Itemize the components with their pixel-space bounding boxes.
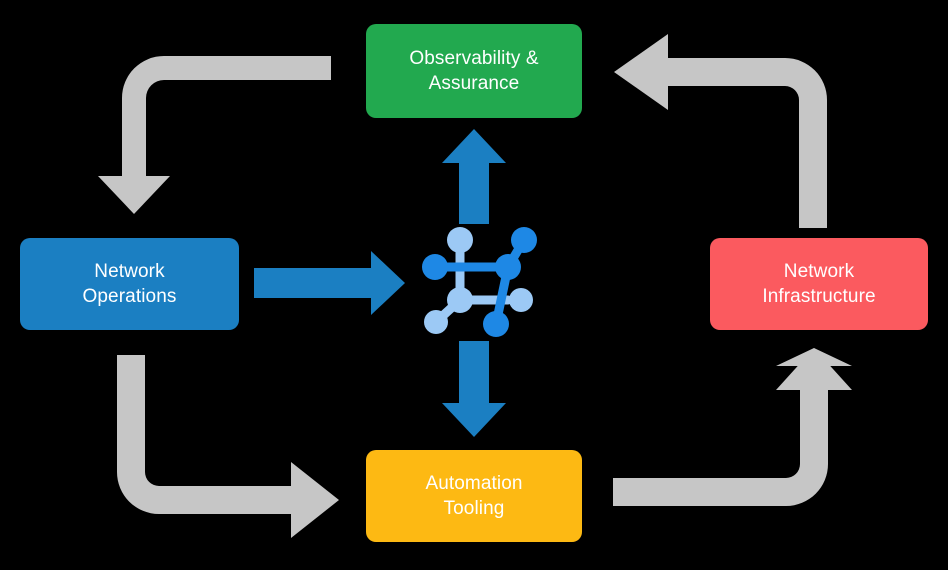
arrow-center-to-automation [442, 341, 506, 437]
arrow-infrastructure-to-observability [614, 34, 827, 228]
arrow-operations-to-automation [117, 355, 339, 538]
box-automation-tooling-label: Automation Tooling [425, 472, 523, 519]
arrow-operations-to-center [254, 251, 405, 315]
box-network-operations[interactable]: Network Operations [20, 238, 239, 330]
box-network-infrastructure-label: Network Infrastructure [762, 260, 876, 307]
box-automation-tooling[interactable]: Automation Tooling [366, 450, 582, 542]
box-observability-assurance-label: Observability & Assurance [409, 47, 539, 94]
arrow-center-to-observability [442, 129, 506, 224]
box-observability-assurance[interactable]: Observability & Assurance [366, 24, 582, 118]
box-network-infrastructure[interactable]: Network Infrastructure [710, 238, 928, 330]
arrow-automation-to-infrastructure-head [776, 348, 852, 390]
arrow-observability-to-operations [98, 56, 331, 214]
box-network-operations-label: Network Operations [82, 260, 177, 307]
network-topology-icon [422, 227, 537, 337]
